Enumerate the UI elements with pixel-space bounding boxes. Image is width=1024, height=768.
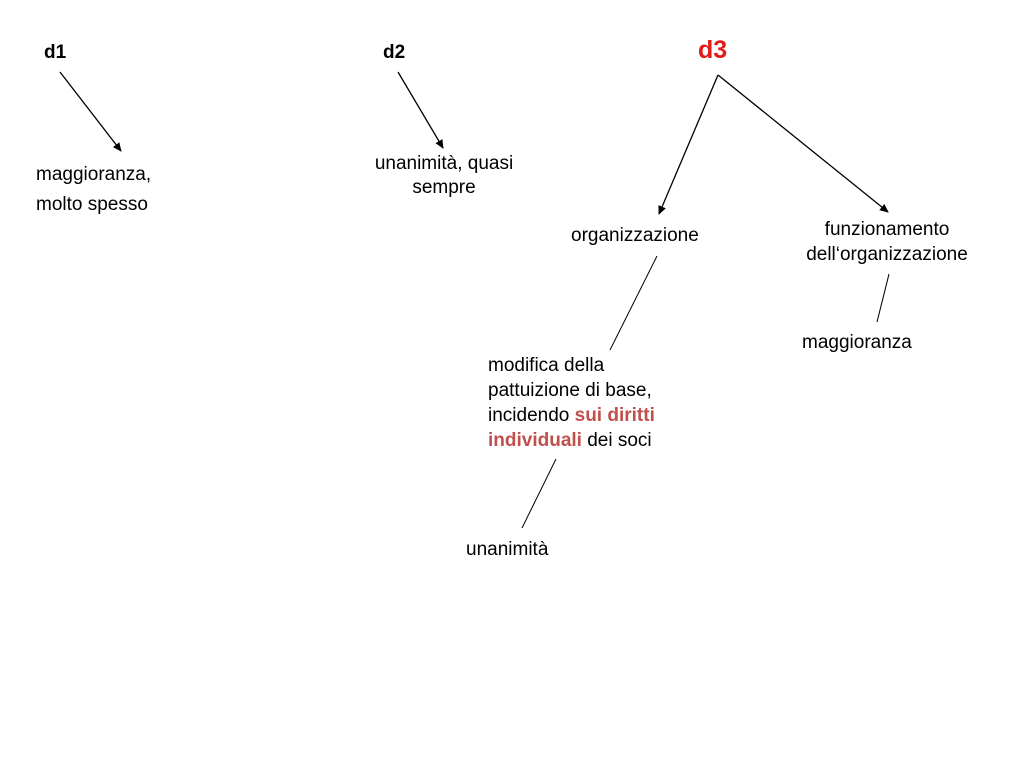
node-d1: d1 xyxy=(44,42,67,63)
d2-unanimita-line2: sempre xyxy=(412,177,476,198)
modifica-line1: modifica della xyxy=(488,355,605,376)
node-d1-maggioranza: maggioranza, molto spesso xyxy=(36,160,151,220)
d1-maggioranza-line1: maggioranza, xyxy=(36,164,152,185)
node-funzionamento: funzionamento dell‘organizzazione xyxy=(785,217,989,267)
d2-unanimita-line1: unanimità, quasi xyxy=(374,153,514,174)
line-funzionamento-to-maggioranza xyxy=(876,273,890,323)
arrow-d3-to-organizzazione xyxy=(658,74,719,215)
line-organizzazione-to-modifica xyxy=(609,255,658,351)
arrow-d1-to-maggioranza xyxy=(59,71,122,152)
modifica-highlight-a: sui diritti xyxy=(574,405,655,426)
modifica-line4: individuali dei soci xyxy=(488,428,655,453)
arrow-d3-to-funzionamento xyxy=(717,74,889,213)
node-unanimita: unanimità xyxy=(466,539,549,560)
modifica-line2: pattuizione di base, xyxy=(488,380,652,401)
node-organizzazione: organizzazione xyxy=(571,225,699,246)
funzionamento-line2: dell‘organizzazione xyxy=(806,244,968,265)
modifica-highlight-b: individuali xyxy=(488,430,582,451)
d1-maggioranza-line2: molto spesso xyxy=(36,194,148,215)
node-d2: d2 xyxy=(383,42,406,63)
modifica-line4-suffix: dei soci xyxy=(587,430,652,451)
node-maggioranza: maggioranza xyxy=(802,332,912,353)
funzionamento-line1: funzionamento xyxy=(824,219,950,240)
node-modifica: modifica della pattuizione di base, inci… xyxy=(488,353,655,453)
line-modifica-to-unanimita xyxy=(521,458,557,529)
modifica-line3: incidendo sui diritti xyxy=(488,403,655,428)
arrow-d2-to-unanimita xyxy=(397,71,444,149)
node-d2-unanimita: unanimità, quasi sempre xyxy=(344,152,544,200)
modifica-line3-prefix: incidendo xyxy=(488,405,570,426)
node-d3: d3 xyxy=(698,36,728,64)
